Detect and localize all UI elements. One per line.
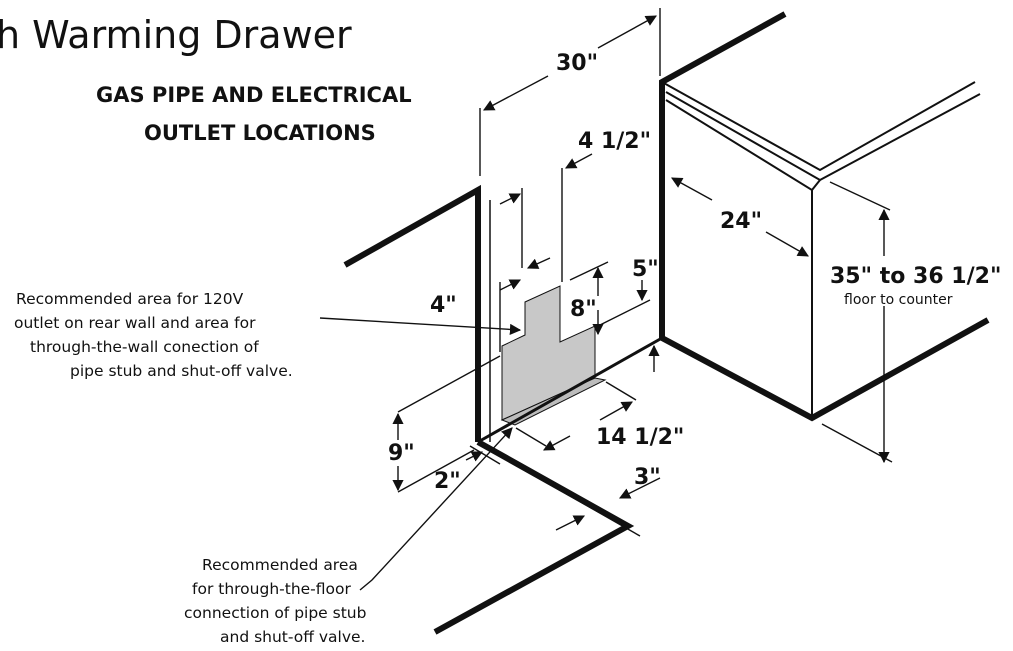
dim-width-label: 30" xyxy=(556,51,598,76)
wall-area-note-line1: Recommended area for 120V xyxy=(16,290,244,308)
dim-depth-label: 24" xyxy=(720,209,762,234)
wall-area-leader xyxy=(319,317,522,335)
dim-height-note: floor to counter xyxy=(844,292,953,308)
dim-offset-left-arrow1 xyxy=(499,279,522,291)
rear-wall-floor-line xyxy=(477,336,663,444)
counter-lip xyxy=(811,179,821,191)
floor-area-note-line3: connection of pipe stub xyxy=(184,604,366,622)
dim-floor-depth-arrow1 xyxy=(618,477,661,499)
dim-wall-height-ext-top xyxy=(397,355,501,413)
dim-floor-area-arrow2 xyxy=(599,401,633,421)
dim-offset-top-ext xyxy=(597,299,651,327)
dim-offset-left-label: 4" xyxy=(430,293,457,318)
dim-wall-height-label: 9" xyxy=(388,441,415,466)
dim-floor-area-ext2 xyxy=(605,381,637,401)
dim-floor-depth-arrow2 xyxy=(555,515,586,531)
left-wall-edge xyxy=(343,184,481,442)
floor-edge-left xyxy=(433,439,635,635)
dim-floor-area-arrow1 xyxy=(543,435,571,451)
dim-outlet-width-label: 4 1/2" xyxy=(578,129,651,154)
wall-area-note-line3: through-the-wall conection of xyxy=(30,338,259,356)
floor-area-note-line2: for through-the-floor xyxy=(192,580,351,598)
dim-height-ext-top xyxy=(829,181,891,211)
dim-wall-height-ext-bottom xyxy=(397,449,475,493)
section-heading-line2: OUTLET LOCATIONS xyxy=(144,121,376,145)
counter-top xyxy=(661,81,976,172)
dim-outlet-height-label: 8" xyxy=(570,297,597,322)
dim-height-ext-bottom xyxy=(821,423,893,463)
dim-outlet-width-arrow3 xyxy=(526,257,551,269)
dim-wall-gap-ext xyxy=(469,445,501,465)
dim-wall-gap-label: 2" xyxy=(434,469,461,494)
dim-floor-depth-ext xyxy=(499,455,641,537)
page-title: h Warming Drawer xyxy=(0,13,352,57)
floor-area-note-line1: Recommended area xyxy=(202,556,358,574)
dim-width-arrow-right xyxy=(597,15,657,49)
dim-outlet-width-arrow2 xyxy=(565,153,593,169)
dim-outlet-width-arrow1 xyxy=(499,193,522,205)
floor-area-leader xyxy=(359,427,513,591)
wall-area-note-line2: outlet on rear wall and area for xyxy=(14,314,256,332)
counter-front xyxy=(665,99,813,418)
dim-floor-area-label: 14 1/2" xyxy=(596,425,684,450)
dim-floor-area-ext1 xyxy=(515,427,547,447)
dim-offset-top-label: 5" xyxy=(632,257,659,282)
dim-depth-arrow1 xyxy=(671,177,713,201)
dim-depth-arrow2 xyxy=(765,231,809,257)
cabinet-side-wall xyxy=(659,11,990,422)
dim-height-label: 35" to 36 1/2" xyxy=(830,264,1001,289)
section-heading-line1: GAS PIPE AND ELECTRICAL xyxy=(96,83,412,107)
dim-floor-depth-label: 3" xyxy=(634,465,661,490)
wall-area-note-line4: pipe stub and shut-off valve. xyxy=(70,362,293,380)
dim-outlet-height-ext xyxy=(569,261,609,281)
floor-area-note-line4: and shut-off valve. xyxy=(220,628,365,646)
dim-wall-gap-arrow xyxy=(465,451,484,462)
dim-width-arrow-left xyxy=(483,75,549,111)
